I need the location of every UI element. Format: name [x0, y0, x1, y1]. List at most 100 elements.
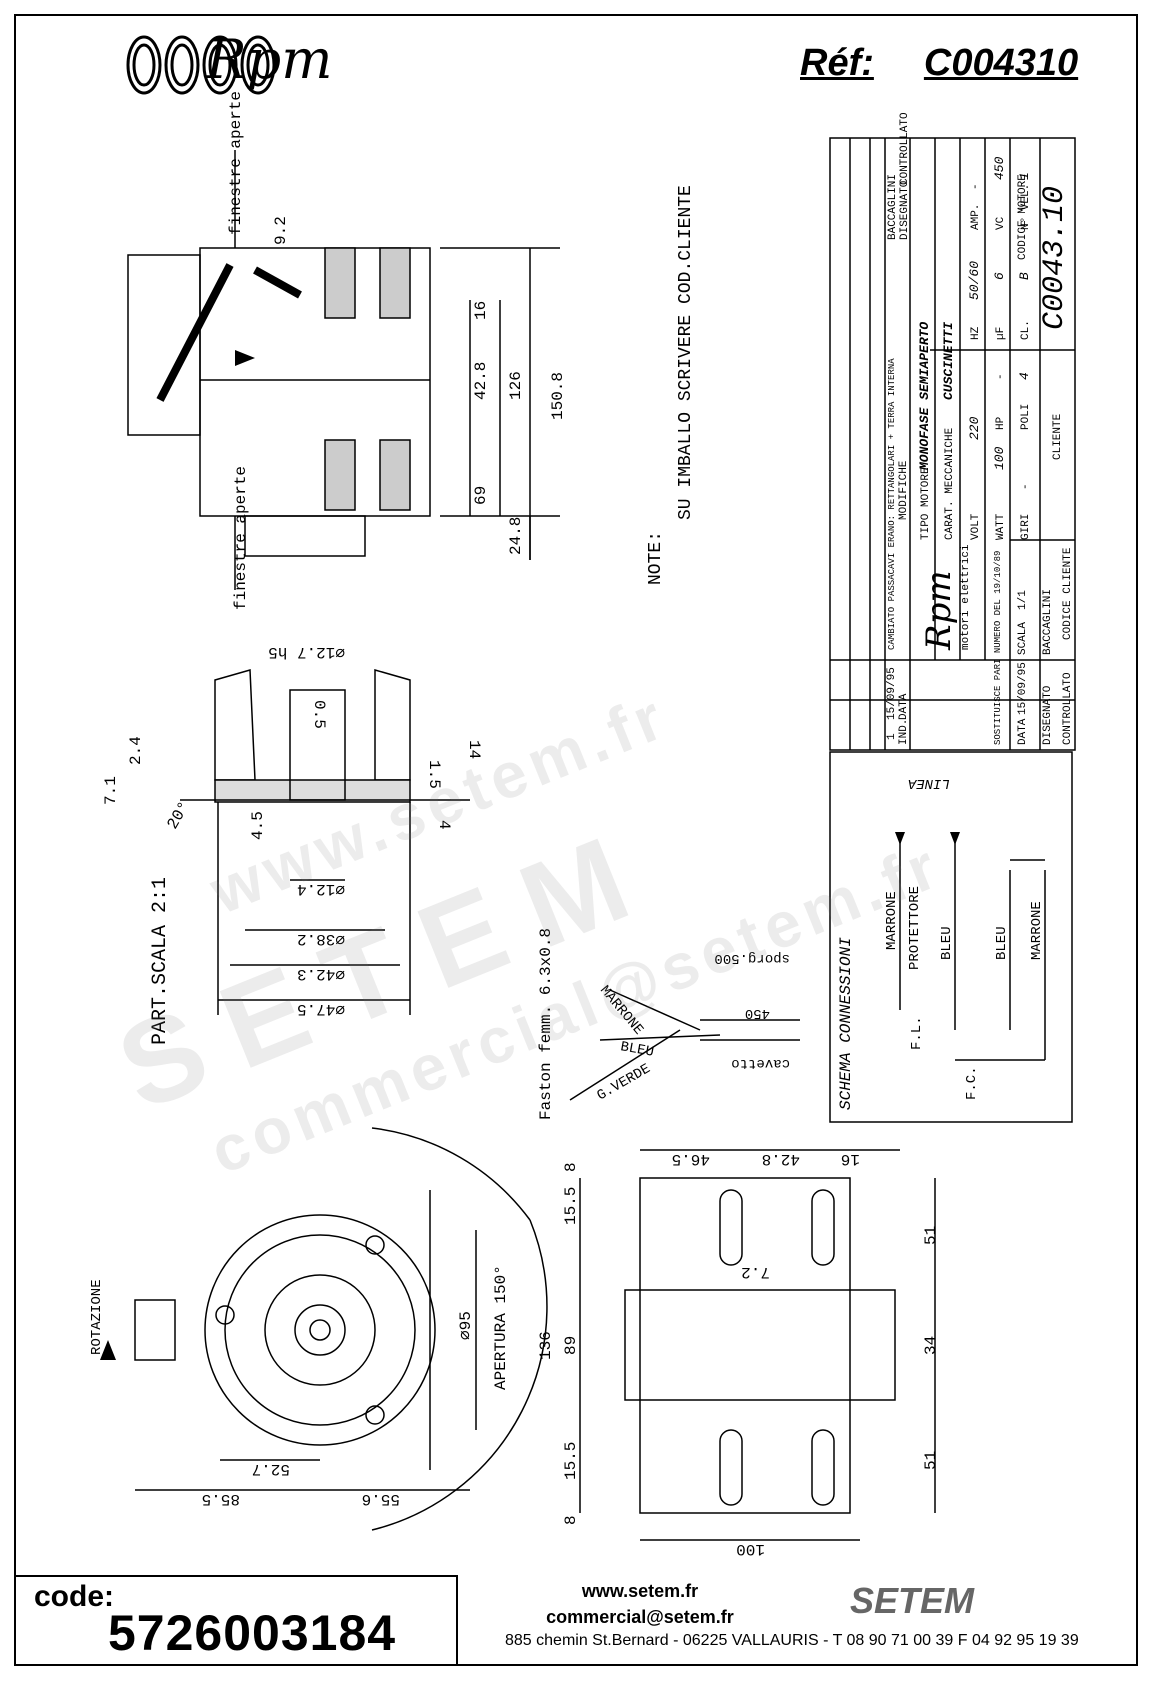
tb-cl: B: [1017, 272, 1032, 280]
dim-42-8: 42.8: [472, 362, 490, 400]
ref-label: Réf:: [800, 42, 874, 84]
tb-scala: 1/1: [1017, 590, 1029, 610]
note-label: NOTE:: [646, 531, 666, 585]
tb-modifica: CAMBIATO PASSACAVI ERANO: RETTANGOLARI +…: [887, 358, 897, 650]
tb-carat: CUSCINETTI: [941, 322, 956, 400]
tb-vel: 1: [1017, 172, 1032, 180]
detail-dim-20deg: 20°: [164, 799, 194, 833]
dim-9-2: 9.2: [272, 216, 290, 245]
tb-ind-label: IND.: [898, 719, 910, 745]
tb-amp-label: AMP.: [970, 204, 982, 230]
bracket-dim-100: 100: [736, 1540, 765, 1558]
tb-volt-label: VOLT: [970, 513, 982, 540]
tb-hz-label: HZ: [970, 326, 982, 340]
tb-baccaglini-col: BACCAGLINI: [887, 174, 899, 240]
note-text: SU IMBALLO SCRIVERE COD.CLIENTE: [676, 185, 696, 520]
bracket-dim-15-5-bot: 15.5: [562, 1442, 580, 1480]
setem-logo: SETEM: [850, 1580, 975, 1621]
apertura-label: APERTURA 150°: [492, 1265, 510, 1390]
tb-poli: 4: [1017, 372, 1032, 380]
tb-giri: -: [1020, 483, 1032, 490]
tb-watt: 100: [992, 446, 1007, 470]
front-dim-95: ⌀95: [457, 1311, 475, 1340]
detail-dim-4: 4: [435, 820, 453, 830]
finestre-bottom-label: finestre aperte: [232, 466, 250, 610]
bracket-dim-8-bot: 8: [562, 1515, 580, 1525]
detail-dim-38-2: ⌀38.2: [297, 930, 345, 948]
tb-hz: 50/60: [967, 261, 982, 300]
tb-controllato-label: CONTROLLATO: [1062, 672, 1074, 745]
bracket-dim-89: 89: [562, 1336, 580, 1355]
drawing-frame: [14, 14, 1138, 1666]
faston-sporg: sporg.500: [714, 950, 790, 966]
dim-150-8: 150.8: [549, 372, 567, 420]
rpm-brand: Rpm: [206, 28, 333, 91]
bracket-dim-8-top: 8: [562, 1162, 580, 1172]
tb-codice-motore: C0043.10: [1038, 186, 1072, 330]
schema-linea: LINEA: [908, 775, 950, 791]
schema-protettore: PROTETTORE: [907, 886, 923, 970]
tb-uf: 6: [992, 272, 1007, 280]
tb-sostituisce: SOSTITUISCE PARI NUMERO DEL 19/10/89: [993, 551, 1003, 745]
bracket-dim-51-top: 51: [922, 1226, 940, 1245]
detail-dim-47-5: ⌀47.5: [297, 1000, 345, 1018]
faston-title: Faston femm. 6.3x0.8: [537, 928, 555, 1120]
dim-126: 126: [507, 371, 525, 400]
bracket-dim-34: 34: [922, 1336, 940, 1355]
tb-rev-date: 15/09/95: [886, 667, 898, 720]
detail-dim-14: 14: [465, 740, 483, 759]
tb-modifiche-label: MODIFICHE: [898, 460, 910, 520]
contact-block: www.setem.fr commercial@setem.fr: [500, 1578, 780, 1630]
dim-24-8: 24.8: [507, 517, 525, 555]
tb-data-row: 15/09/95: [1017, 662, 1029, 715]
tb-disegnato-col: DISEGNATO: [899, 180, 911, 240]
tb-disegnato-by: BACCAGLINI: [1042, 589, 1054, 655]
tb-vc-label: VC: [995, 216, 1007, 230]
bracket-dim-136: 136: [537, 1331, 555, 1360]
detail-title: PART.SCALA 2:1: [149, 877, 172, 1045]
code-value: 5726003184: [108, 1605, 397, 1661]
schema-marrone-2: MARRONE: [1029, 901, 1045, 960]
rotazione-label: ROTAZIONE: [89, 1279, 105, 1355]
tb-codice-cliente: CODICE CLIENTE: [1062, 547, 1074, 640]
code-box: [14, 1575, 458, 1666]
faston-450: 450: [745, 1005, 770, 1021]
tb-brand: Rpm: [919, 570, 959, 651]
bracket-dim-46-5: 46.5: [672, 1150, 710, 1168]
dim-16: 16: [472, 301, 490, 320]
bracket-dim-slot: 7.2: [741, 1263, 770, 1281]
schema-marrone-1: MARRONE: [884, 891, 900, 950]
tb-watt-label: WATT: [995, 513, 1007, 540]
tb-controllato-col: CONTROLLATO: [899, 112, 911, 185]
schema-fl: F.L.: [909, 1016, 925, 1050]
bracket-dim-15-5-top: 15.5: [562, 1187, 580, 1225]
tb-uf-label: µF: [995, 327, 1007, 340]
contact-web[interactable]: www.setem.fr: [581, 1581, 699, 1601]
tb-data-label: DATA: [898, 693, 910, 720]
tb-cliente: CLIENTE: [1052, 413, 1064, 460]
detail-dim-1-5: 1.5: [425, 760, 443, 789]
tb-carat-label: CARAT. MECCANICHE: [944, 427, 956, 540]
tb-vel-label: N° VEL.: [1020, 184, 1032, 230]
schema-bleu-1: BLEU: [939, 926, 955, 960]
tb-amp: -: [970, 183, 982, 190]
faston-cavetto: cavetto: [731, 1055, 790, 1071]
tb-disegnato-label: DISEGNATO: [1042, 685, 1054, 745]
faston-bleu: BLEU: [619, 1039, 655, 1061]
faston-gverde: G.VERDE: [595, 1061, 654, 1104]
bracket-dim-16: 16: [841, 1150, 860, 1168]
detail-dim-12-4: ⌀12.4: [297, 880, 345, 898]
tb-tipo-motore-label: TIPO MOTORE: [920, 467, 932, 540]
tb-data-row-label: DATA: [1017, 718, 1029, 745]
reference: Réf:C004310: [800, 42, 1078, 85]
schema-bleu-2: BLEU: [994, 926, 1010, 960]
detail-dim-05: 0.5: [310, 700, 328, 729]
detail-dim-4-5: 4.5: [249, 811, 267, 840]
tb-hp-label: HP: [995, 416, 1007, 430]
detail-dim-42-3: ⌀42.3: [297, 965, 345, 983]
tb-codice-motore-label: CODICE MOTORE: [1017, 174, 1029, 260]
tb-giri-label: GIRI: [1020, 514, 1032, 540]
front-dim-55-6: 55.6: [362, 1490, 400, 1508]
contact-email[interactable]: commercial@setem.fr: [546, 1607, 734, 1627]
